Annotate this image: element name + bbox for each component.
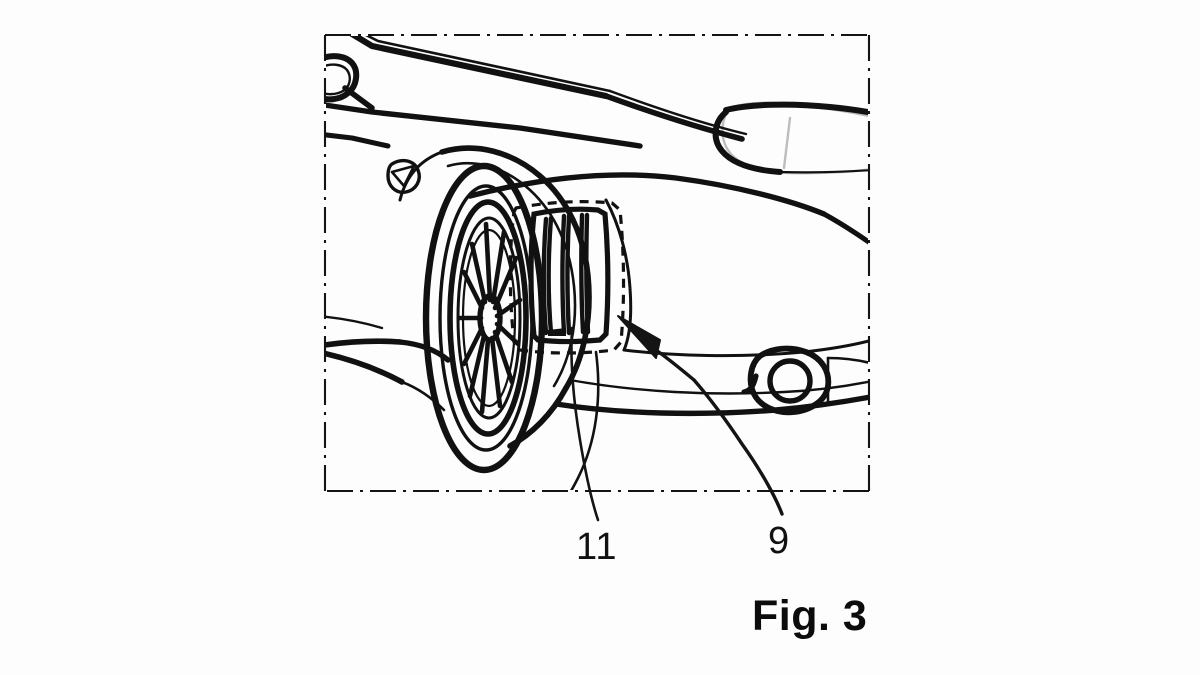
reference-label-11: 11 bbox=[576, 526, 618, 568]
louver-slat-1 bbox=[541, 216, 549, 336]
rim-outer bbox=[447, 199, 529, 437]
wheel-spokes bbox=[457, 221, 523, 415]
louver-slat-1b bbox=[546, 215, 554, 336]
car-body-drawing bbox=[326, 36, 868, 490]
shoulder-crease bbox=[467, 172, 827, 217]
quarter-panel-edge bbox=[604, 198, 633, 352]
exhaust-housing bbox=[747, 345, 832, 416]
louver-slat-2b bbox=[565, 213, 572, 336]
side-marker-inner bbox=[390, 164, 416, 188]
exhaust-trim-top bbox=[826, 356, 868, 364]
rim-inner-ring bbox=[461, 228, 517, 408]
exhaust-notch bbox=[741, 373, 759, 395]
louver-slat-3b bbox=[584, 212, 591, 335]
window-divider-gray bbox=[782, 116, 792, 170]
figure-caption: Fig. 3 bbox=[752, 592, 868, 640]
rear-window-left-line bbox=[712, 109, 783, 175]
louver-slat-3 bbox=[579, 212, 586, 335]
side-mirror-inner bbox=[326, 63, 351, 96]
side-marker-trim bbox=[386, 158, 421, 194]
vent-lower-shading bbox=[548, 328, 566, 336]
rear-corner-edge bbox=[821, 211, 868, 245]
rocker-top bbox=[326, 338, 403, 348]
roof-rail-highlight bbox=[365, 36, 612, 93]
rocker-bottom-tail bbox=[400, 380, 446, 412]
tyre-outer bbox=[422, 162, 546, 474]
rear-window-top-line bbox=[723, 101, 868, 116]
bumper-upper-thin bbox=[568, 378, 868, 395]
c-pillar-highlight bbox=[608, 89, 748, 136]
c-pillar-line bbox=[603, 93, 745, 142]
reference-label-9: 9 bbox=[768, 520, 790, 562]
rear-window-bottom-line bbox=[778, 169, 868, 174]
sill-thin-line bbox=[326, 315, 384, 330]
taillight-panel-bottom bbox=[622, 339, 868, 358]
leader-line-9-tail bbox=[654, 348, 696, 382]
door-lower-line bbox=[326, 132, 391, 149]
vent-louver-slats bbox=[541, 212, 591, 336]
leader-arrow-9 bbox=[617, 315, 784, 516]
vent-dashed-outline bbox=[508, 200, 626, 355]
side-mirror-outline bbox=[326, 53, 360, 103]
exhaust-outlet-circle bbox=[767, 358, 813, 404]
louvered-vent bbox=[528, 206, 611, 345]
arrow-head-9 bbox=[617, 315, 661, 359]
body-outline-group bbox=[326, 36, 868, 490]
louver-slat-2 bbox=[560, 213, 567, 336]
leader-line-9 bbox=[692, 378, 784, 516]
wheel-arch-outer bbox=[439, 145, 592, 391]
dash-dot-boundary bbox=[323, 33, 871, 493]
rocker-bottom bbox=[326, 350, 405, 385]
exhaust-trim-bottom bbox=[826, 396, 868, 406]
roof-rail-line bbox=[349, 36, 610, 100]
beltline-upper bbox=[326, 102, 643, 149]
leader-line-11 bbox=[570, 326, 600, 522]
mirror-stalk bbox=[342, 85, 375, 111]
vent-frame-outline bbox=[528, 206, 611, 345]
bumper-side-curve bbox=[570, 350, 600, 490]
